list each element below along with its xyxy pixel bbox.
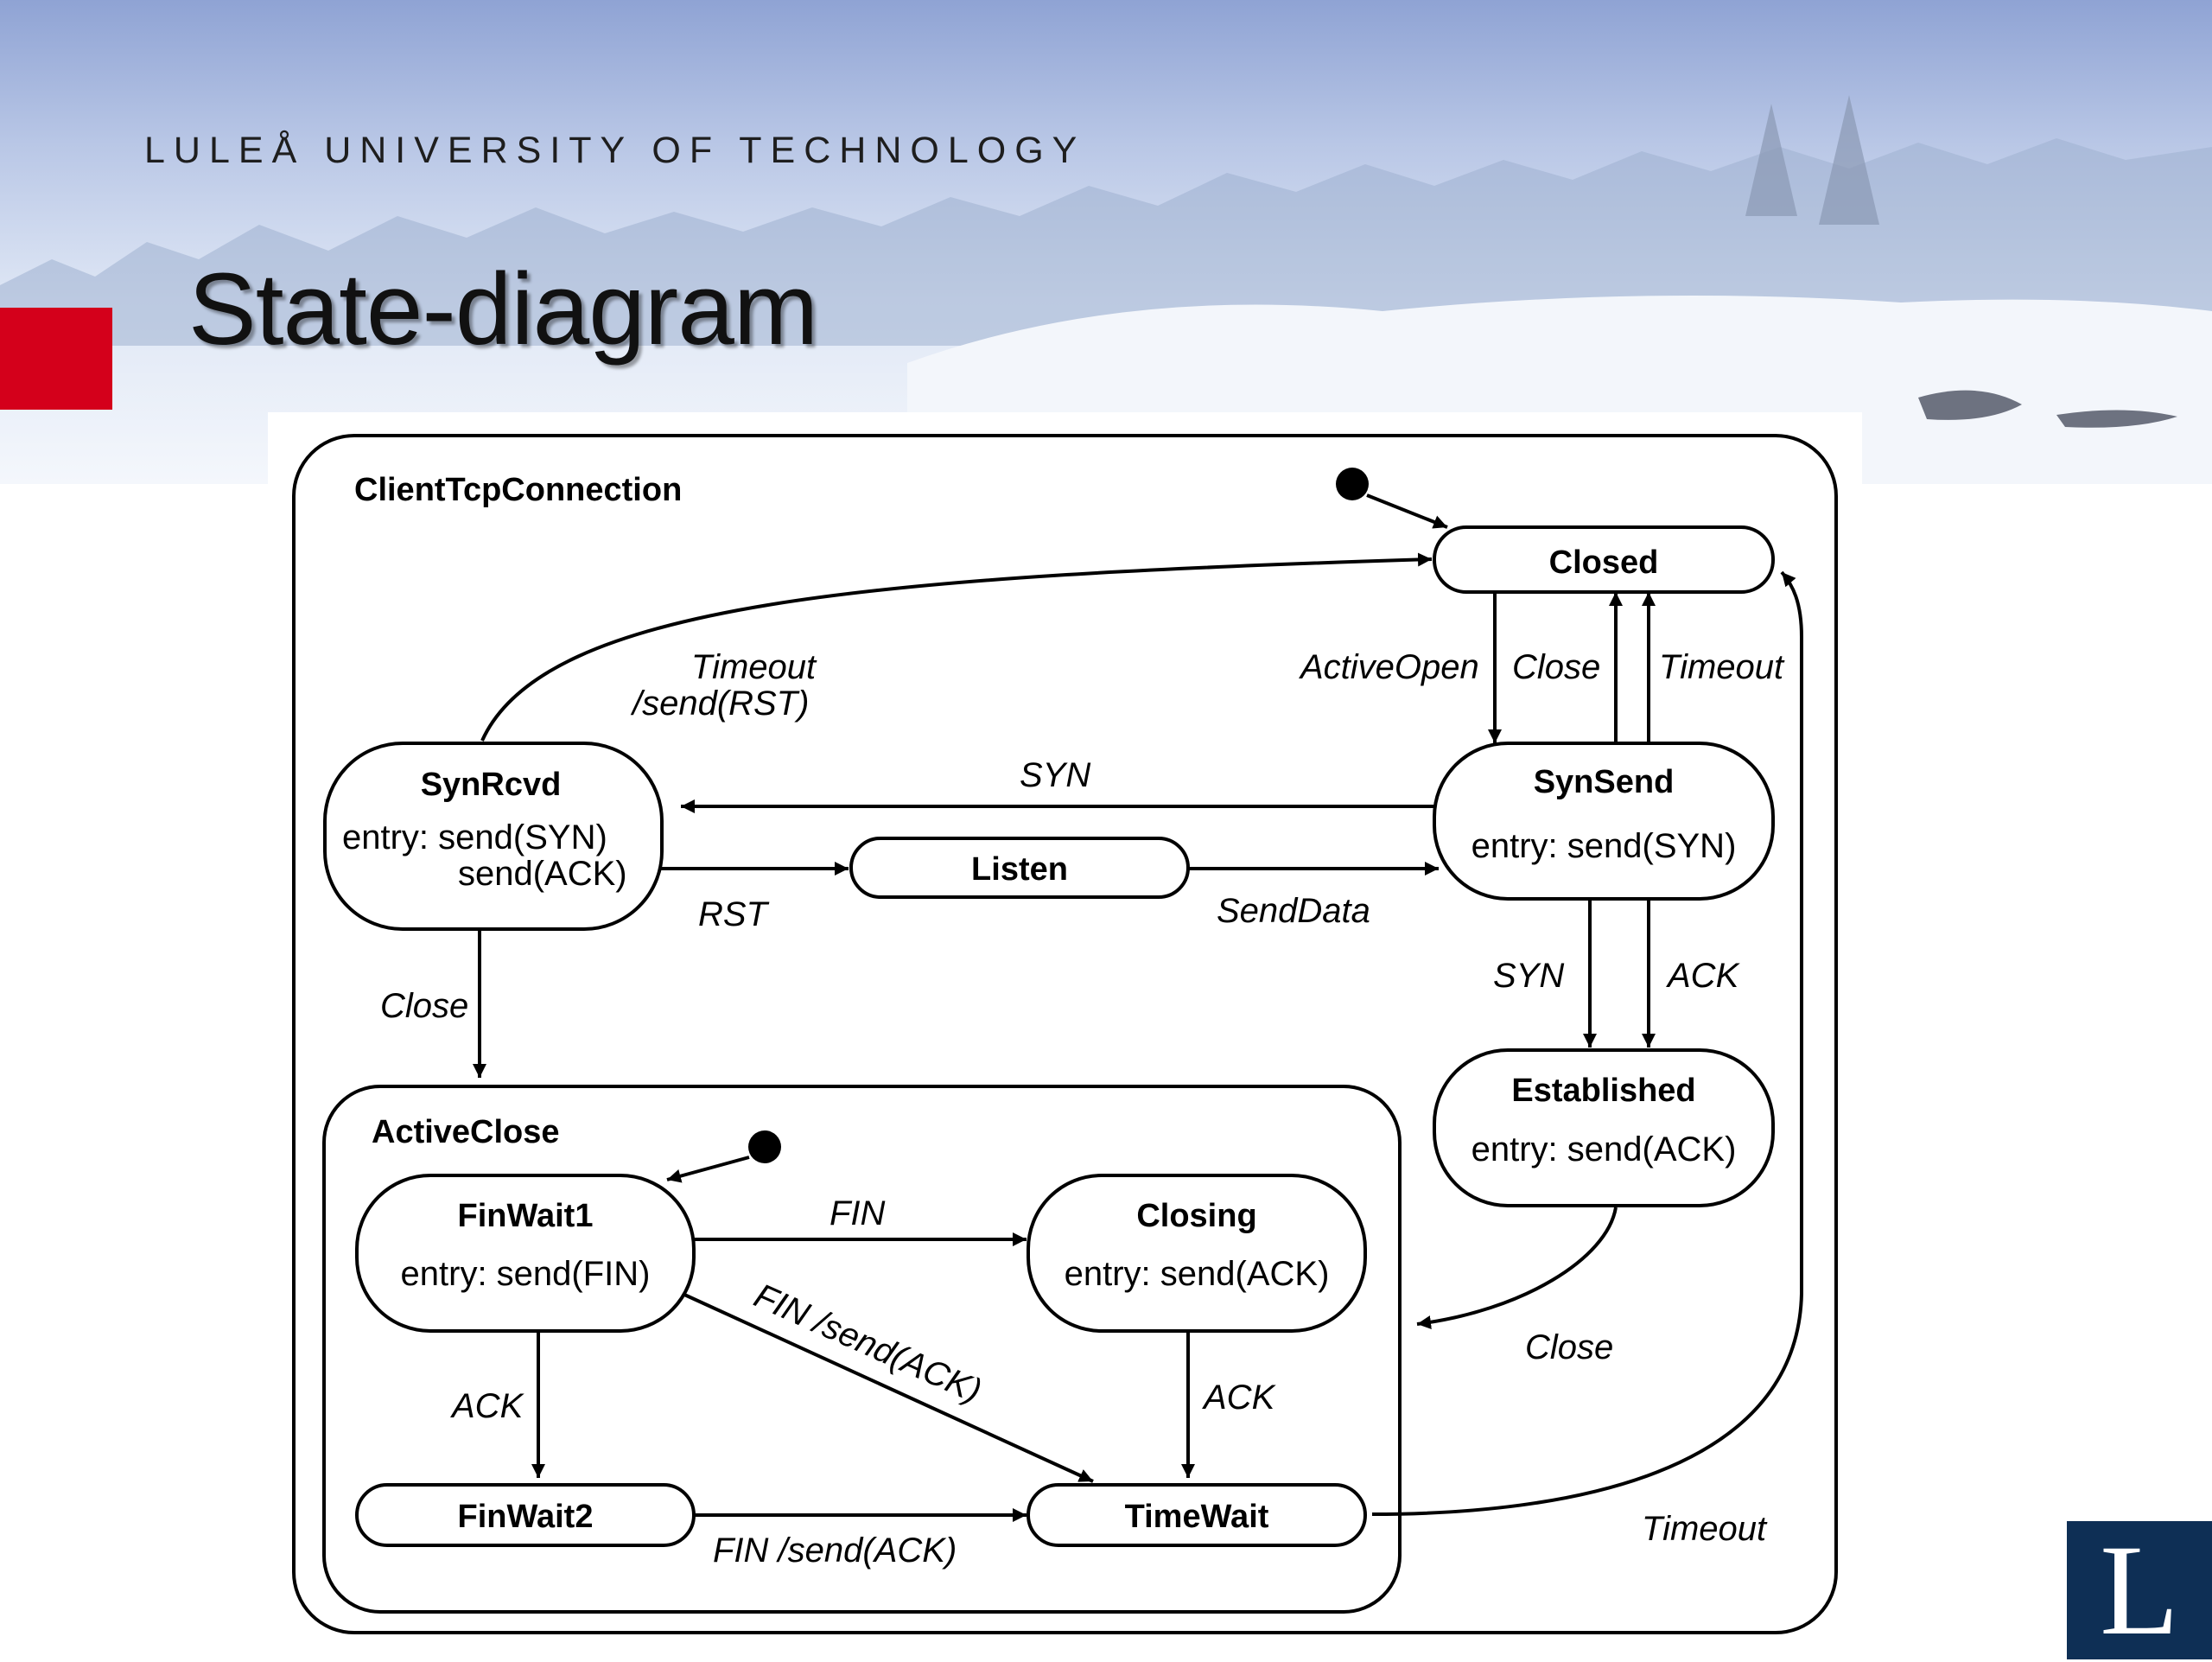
header-banner [0,0,2212,484]
state-established-label: Established [1511,1073,1695,1109]
label-timeout-rst-1: Timeout [691,648,817,686]
label-ack-down: ACK [1666,957,1741,995]
label-close-top: Close [1512,648,1600,686]
slide-title: State-diagram [188,252,818,366]
label-close-established: Close [1525,1328,1613,1366]
state-synsend-label: SynSend [1534,764,1675,800]
state-closing [1027,1174,1367,1333]
state-synrcvd-entry-2: send(ACK) [458,855,627,893]
container-title: ClientTcpConnection [354,472,682,508]
university-name: LULEÅ UNIVERSITY OF TECHNOLOGY [144,130,1086,171]
label-timeout-bottom: Timeout [1642,1510,1768,1548]
label-syn-left: SYN [1020,756,1090,794]
edge-timewait-closed [1371,570,1803,1516]
label-ack-right: ACK [1202,1379,1277,1417]
state-closed-label: Closed [1549,544,1659,581]
accent-square [0,308,112,410]
diagram-panel: ClientTcpConnection ActiveClose Closed S… [268,412,1862,1657]
winter-landscape-image [0,95,2212,484]
state-synrcvd [323,742,664,931]
state-closing-label: Closing [1136,1198,1256,1234]
initial-transition-active-close [666,1156,750,1183]
state-listen-label: Listen [971,851,1068,888]
state-established-entry: entry: send(ACK) [1471,1130,1737,1168]
state-finwait1-entry: entry: send(FIN) [401,1255,651,1293]
label-rst: RST [698,895,770,933]
composite-title: ActiveClose [372,1114,560,1150]
state-finwait1 [355,1174,696,1333]
label-ack-left: ACK [450,1387,525,1425]
state-synrcvd-label: SynRcvd [421,767,562,803]
label-timeout-rst-2: /send(RST) [630,685,810,723]
state-listen [849,837,1190,899]
state-finwait2 [355,1483,696,1547]
state-synrcvd-entry-1: entry: send(SYN) [342,818,607,856]
state-synsend-entry: entry: send(SYN) [1471,827,1737,865]
state-closed [1433,525,1775,594]
edge-synrcvd-closed [480,552,1433,742]
edge-established-activeclose [1416,1207,1618,1329]
label-fin: FIN [830,1194,886,1232]
label-send-data: SendData [1217,892,1370,930]
edge-finwait1-timewait [682,1292,1094,1483]
state-timewait-label: TimeWait [1125,1499,1269,1535]
label-timeout-top: Timeout [1659,648,1785,686]
label-syn-down: SYN [1493,957,1564,995]
label-active-open: ActiveOpen [1299,648,1479,686]
state-finwait1-label: FinWait1 [458,1198,594,1234]
state-synsend [1433,742,1775,901]
initial-state-dot-active-close [748,1130,781,1163]
logo-letter: L [2100,1519,2179,1662]
label-close-left: Close [380,987,468,1025]
university-logo: L [2067,1521,2212,1659]
label-fin-send-ack: FIN /send(ACK) [713,1531,957,1570]
state-timewait [1027,1483,1367,1547]
initial-state-dot [1336,468,1369,500]
initial-transition [1366,494,1448,529]
state-established [1433,1048,1775,1207]
state-closing-entry: entry: send(ACK) [1065,1255,1330,1293]
state-diagram: ClientTcpConnection ActiveClose Closed S… [292,434,1838,1634]
state-finwait2-label: FinWait2 [458,1499,594,1535]
